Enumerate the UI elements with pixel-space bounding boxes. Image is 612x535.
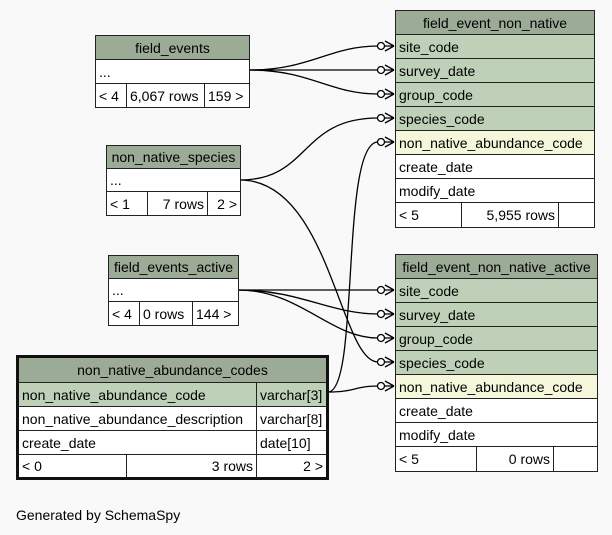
column-name: non_native_abundance_description <box>22 410 244 427</box>
table-non-native-abundance-codes[interactable]: non_native_abundance_codes non_native_ab… <box>16 355 329 480</box>
parents-count: < 5 <box>399 451 419 467</box>
column-group-code: group_code <box>399 330 473 347</box>
children-count: 144 > <box>192 302 238 325</box>
parents-count: < 5 <box>399 207 419 223</box>
table-field-events-active[interactable]: field_events_active ... < 4 0 rows 144 > <box>108 255 239 326</box>
column-modify-date: modify_date <box>399 182 476 199</box>
optional-circle-marker <box>376 285 386 295</box>
optional-circle-marker <box>376 357 386 367</box>
edge-fea-group-code <box>237 289 379 339</box>
column-type: date[10] <box>256 431 326 454</box>
column-name: create_date <box>22 434 96 451</box>
generated-by-footer: Generated by SchemaSpy <box>16 507 181 523</box>
children-empty <box>558 203 594 227</box>
edge-species-nonnative <box>239 117 379 181</box>
crows-foot-marker <box>384 356 395 368</box>
table-title: field_event_non_native <box>396 11 594 35</box>
column-modify-date: modify_date <box>399 426 476 443</box>
children-empty <box>553 447 597 471</box>
columns-ellipsis: ... <box>112 282 124 298</box>
column-species-code: species_code <box>399 354 485 371</box>
table-title: field_events_active <box>109 256 238 279</box>
optional-circle-marker <box>376 113 386 123</box>
table-title: field_event_non_native_active <box>396 255 597 279</box>
table-field-events[interactable]: field_events ... < 4 6,067 rows 159 > <box>95 35 250 108</box>
table-field-event-non-native-active[interactable]: field_event_non_native_active site_code … <box>395 254 598 472</box>
column-non-native-abundance-code: non_native_abundance_code <box>399 134 583 151</box>
column-site-code: site_code <box>399 282 459 299</box>
edge-abundance-active <box>327 385 379 393</box>
table-non-native-species[interactable]: non_native_species ... < 1 7 rows 2 > <box>106 145 241 216</box>
crows-foot-marker <box>384 112 395 124</box>
parents-count: < 0 <box>22 458 42 474</box>
edge-abundance-nonnative <box>327 141 379 393</box>
crows-foot-marker <box>384 40 395 52</box>
column-group-code: group_code <box>399 86 473 103</box>
parents-count: < 4 <box>112 305 132 322</box>
column-survey-date: survey_date <box>399 306 476 323</box>
optional-circle-marker <box>376 89 386 99</box>
table-field-event-non-native[interactable]: field_event_non_native site_code survey_… <box>395 10 595 228</box>
column-create-date: create_date <box>399 402 473 419</box>
optional-circle-marker <box>376 333 386 343</box>
children-count: 159 > <box>204 84 249 107</box>
row-count: 5,955 rows <box>461 203 558 227</box>
crows-foot-marker <box>384 380 395 392</box>
row-count: 7 rows <box>147 192 207 215</box>
table-title: non_native_species <box>107 146 240 169</box>
crows-foot-marker <box>384 136 395 148</box>
row-count: 0 rows <box>139 302 192 325</box>
column-site-code: site_code <box>399 38 459 55</box>
column-survey-date: survey_date <box>399 62 476 79</box>
columns-ellipsis: ... <box>110 172 122 188</box>
row-count: 3 rows <box>126 455 256 477</box>
column-create-date: create_date <box>399 158 473 175</box>
crows-foot-marker <box>384 308 395 320</box>
children-count: 2 > <box>256 455 326 477</box>
columns-ellipsis: ... <box>99 63 111 80</box>
column-non-native-abundance-code: non_native_abundance_code <box>399 378 583 395</box>
row-count: 0 rows <box>476 447 553 471</box>
row-count: 6,067 rows <box>126 84 204 107</box>
edge-field-events-group-code <box>249 69 379 95</box>
crows-foot-marker <box>384 88 395 100</box>
children-count: 2 > <box>207 192 240 215</box>
column-name: non_native_abundance_code <box>22 386 206 403</box>
table-title: field_events <box>96 36 249 60</box>
optional-circle-marker <box>376 137 386 147</box>
table-title: non_native_abundance_codes <box>19 358 326 383</box>
crows-foot-marker <box>384 64 395 76</box>
crows-foot-marker <box>384 332 395 344</box>
crows-foot-marker <box>384 284 395 296</box>
parents-count: < 1 <box>110 195 130 212</box>
optional-circle-marker <box>376 309 386 319</box>
edge-fea-survey-date <box>237 289 379 315</box>
column-species-code: species_code <box>399 110 485 127</box>
edge-field-events-site-code <box>249 45 379 71</box>
column-type: varchar[8] <box>256 407 326 430</box>
optional-circle-marker <box>376 41 386 51</box>
optional-circle-marker <box>376 65 386 75</box>
column-type: varchar[3] <box>256 383 326 406</box>
parents-count: < 4 <box>99 87 119 104</box>
optional-circle-marker <box>376 381 386 391</box>
edge-species-active <box>239 179 379 363</box>
